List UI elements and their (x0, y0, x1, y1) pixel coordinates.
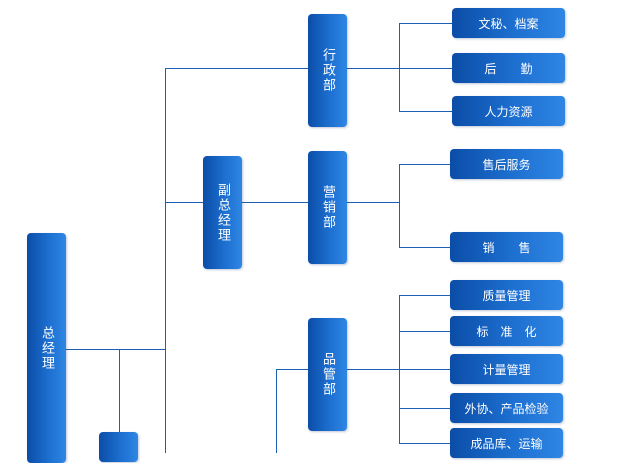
connector-line (399, 408, 450, 409)
unit-label: 后 勤 (484, 61, 533, 76)
unit-label: 售后服务 (482, 157, 531, 172)
qc-dept-box: 品管部 (308, 318, 347, 431)
unit-human-resources: 人力资源 (452, 96, 565, 126)
connector-line (399, 247, 450, 248)
connector-line (399, 331, 450, 332)
connector-line (347, 68, 399, 69)
unit-label: 文秘、档案 (478, 16, 539, 31)
connector-line (399, 164, 450, 165)
unit-finished-goods-transport: 成品库、运输 (450, 428, 563, 458)
connector-line (399, 23, 400, 111)
connector-line (165, 202, 203, 203)
sales-dept-box: 营销部 (308, 151, 347, 264)
unit-standardization: 标 准 化 (450, 316, 563, 346)
connector-line (399, 111, 452, 112)
unit-after-sales: 售后服务 (450, 149, 563, 179)
deputy-manager-box: 副总经理 (203, 156, 242, 269)
unlabeled-box (99, 432, 138, 462)
unit-label: 标 准 化 (476, 324, 537, 339)
connector-line (399, 295, 450, 296)
sales-dept-label: 营销部 (320, 185, 335, 230)
unit-label: 销 售 (482, 240, 531, 255)
unit-label: 计量管理 (482, 362, 531, 377)
connector-line (276, 369, 277, 453)
unit-label: 外协、产品检验 (464, 401, 549, 416)
unit-secretary-archives: 文秘、档案 (452, 8, 565, 38)
unit-label: 质量管理 (482, 288, 531, 303)
connector-line (165, 68, 308, 69)
connector-line (399, 23, 452, 24)
admin-dept-label: 行政部 (320, 48, 335, 93)
connector-line (276, 369, 308, 370)
connector-line (399, 369, 450, 370)
general-manager-label: 总经理 (39, 325, 54, 371)
connector-line (399, 164, 400, 247)
qc-dept-label: 品管部 (320, 352, 335, 397)
general-manager-box: 总经理 (27, 233, 66, 463)
connector-line (347, 369, 399, 370)
connector-line (66, 349, 165, 350)
connector-line (242, 202, 308, 203)
admin-dept-box: 行政部 (308, 14, 347, 127)
unit-label: 成品库、运输 (470, 436, 543, 451)
connector-line (399, 68, 452, 69)
unit-quality-management: 质量管理 (450, 280, 563, 310)
unit-metrology-management: 计量管理 (450, 354, 563, 384)
connector-line (119, 349, 120, 432)
unit-logistics: 后 勤 (452, 53, 565, 83)
org-chart: 总经理 副总经理 行政部 营销部 品管部 文秘、档案 后 勤 人力资源 售后服务… (27, 8, 565, 463)
connector-line (347, 202, 399, 203)
unit-sales: 销 售 (450, 232, 563, 262)
connector-line (165, 68, 166, 453)
unit-label: 人力资源 (484, 104, 533, 119)
connector-line (399, 443, 450, 444)
deputy-manager-label: 副总经理 (215, 182, 230, 243)
unit-outsourcing-inspection: 外协、产品检验 (450, 393, 563, 423)
